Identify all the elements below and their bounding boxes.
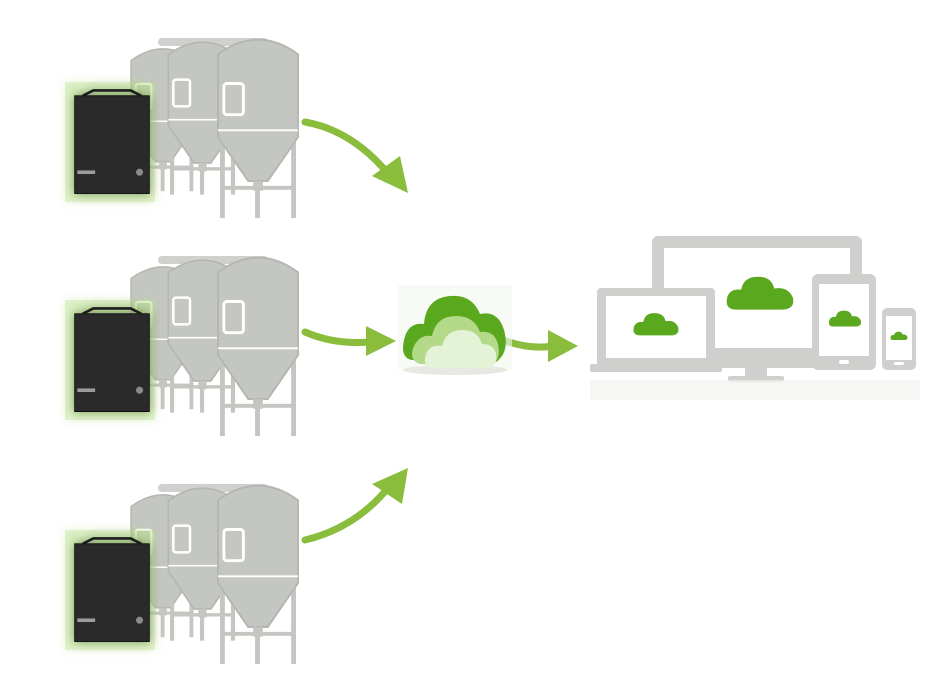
- tablet-icon: [812, 274, 876, 370]
- controller-box-icon: [65, 300, 155, 420]
- client-devices: [590, 236, 920, 400]
- phone-icon: [882, 308, 916, 370]
- brewery-station-3: [65, 484, 300, 666]
- fermentation-tank-icon: [129, 38, 300, 220]
- arrow-station-3-to-cloud: [301, 468, 408, 544]
- controller-box-icon: [65, 82, 155, 202]
- brewery-station-1: [65, 38, 300, 220]
- fermentation-tank-icon: [129, 256, 300, 438]
- arrow-cloud-to-devices: [499, 330, 578, 362]
- arrow-station-1-to-cloud: [301, 118, 408, 193]
- brewery-station-2: [65, 256, 300, 438]
- fermentation-tank-icon: [129, 484, 300, 666]
- arrow-station-2-to-cloud: [301, 326, 396, 356]
- laptop-icon: [590, 288, 722, 372]
- controller-box-icon: [65, 530, 155, 650]
- cloud-hub-icon: [398, 285, 512, 375]
